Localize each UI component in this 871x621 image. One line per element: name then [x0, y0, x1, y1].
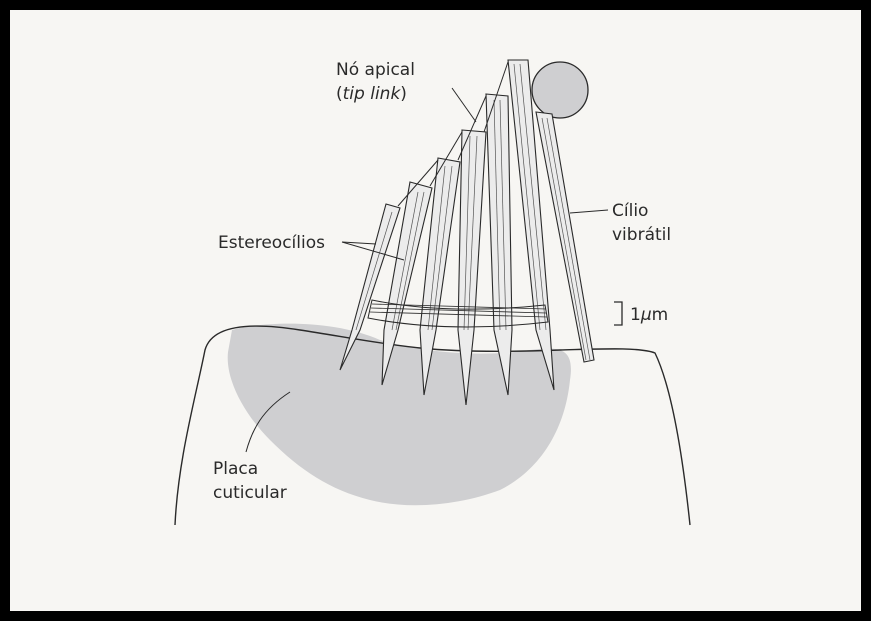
- kinocilium-label-line1: Cílio: [612, 201, 648, 221]
- stereocilia-label: Estereocílios: [218, 233, 325, 253]
- scale-bar-label: 1μm: [630, 305, 668, 325]
- kinocilium-label-line2: vibrátil: [612, 225, 671, 245]
- cuticular-label-line2: cuticular: [213, 483, 287, 503]
- scale-bar-bracket: [614, 302, 622, 325]
- kinocilium-pointer: [570, 210, 608, 213]
- tip-link-pointer: [452, 88, 476, 122]
- stereocilium-5: [486, 94, 512, 395]
- tip-link-label: (tip link): [336, 84, 407, 104]
- apical-node-label: Nó apical: [336, 60, 415, 80]
- cuticular-label-line1: Placa: [213, 459, 258, 479]
- kinocilium-bulb: [532, 62, 588, 118]
